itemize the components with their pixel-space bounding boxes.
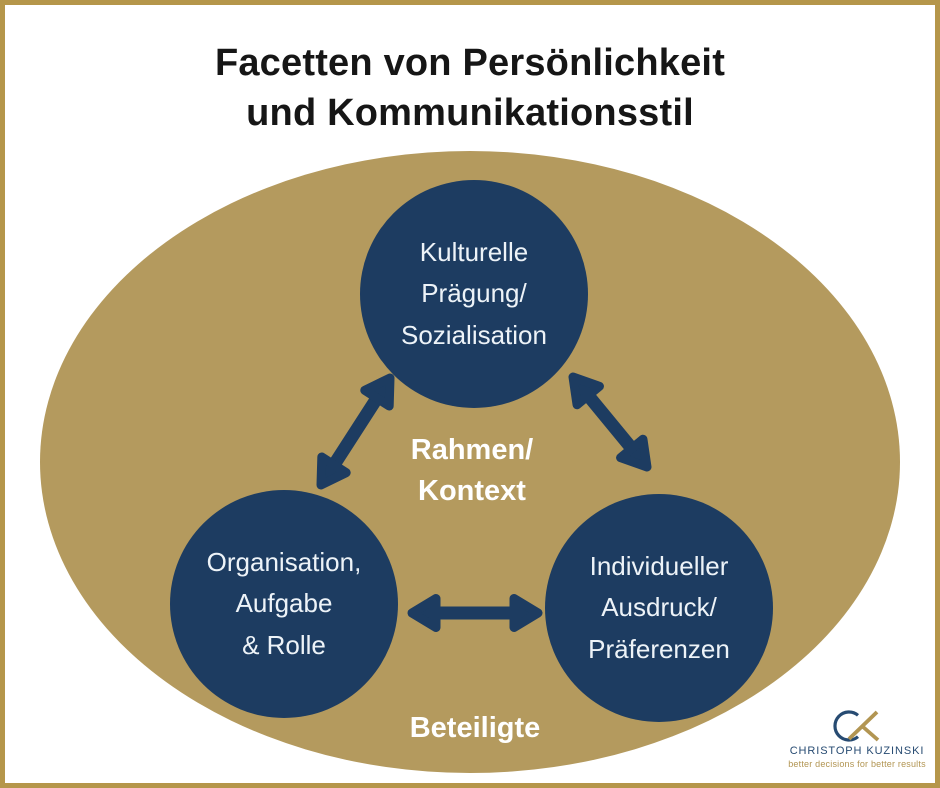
zone-label-line: Kontext: [418, 474, 526, 507]
node-label: Kulturelle Prägung/ Sozialisation: [401, 232, 547, 355]
brand-logo: CHRISTOPH KUZINSKI better decisions for …: [757, 702, 935, 769]
node-organisation-aufgabe-rolle: Organisation, Aufgabe & Rolle: [170, 490, 398, 718]
node-label-line: Aufgabe: [235, 588, 333, 619]
node-label: Organisation, Aufgabe & Rolle: [207, 542, 362, 665]
node-label-line: Organisation,: [206, 547, 362, 578]
ck-monogram-icon: [833, 710, 880, 742]
node-individueller-ausdruck: Individueller Ausdruck/ Präferenzen: [545, 494, 773, 722]
node-label-line: Prägung/: [421, 278, 527, 309]
node-kulturelle-praegung: Kulturelle Prägung/ Sozialisation: [360, 180, 588, 408]
label-rahmen-kontext: Rahmen/ Kontext: [411, 430, 533, 511]
zone-label-line: Rahmen/: [410, 434, 534, 466]
page-title: Facetten von Persönlichkeit und Kommunik…: [5, 38, 935, 138]
node-label-line: Individueller: [589, 551, 729, 582]
brand-name: CHRISTOPH KUZINSKI: [789, 745, 925, 757]
zone-label-line: Beteiligte: [409, 712, 541, 744]
page-title-line2: und Kommunikationsstil: [246, 92, 694, 135]
double-arrow-connectors: [316, 372, 652, 632]
node-label-line: Sozialisation: [401, 319, 547, 350]
brand-tagline: better decisions for better results: [788, 759, 926, 769]
node-label-line: Präferenzen: [588, 633, 730, 664]
node-label-line: Kulturelle: [419, 237, 529, 268]
node-label-line: Ausdruck/: [601, 592, 717, 623]
label-beteiligte: Beteiligte: [410, 708, 541, 749]
node-label-line: & Rolle: [242, 629, 326, 660]
node-label: Individueller Ausdruck/ Präferenzen: [588, 546, 730, 669]
page-title-line1: Facetten von Persönlichkeit: [214, 42, 726, 84]
